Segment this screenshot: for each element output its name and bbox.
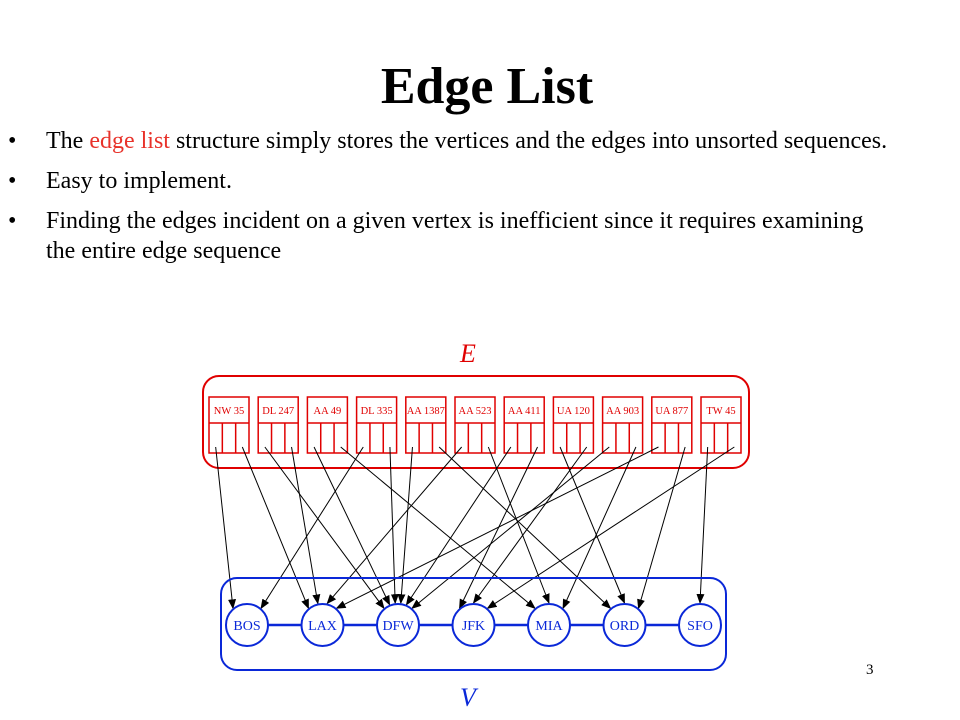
incidence-arrow <box>696 446 709 604</box>
vertex-circle <box>376 603 420 647</box>
incidence-arrow <box>438 446 612 610</box>
vertex-node: DFW <box>376 603 420 647</box>
edge-cell-box <box>503 396 545 454</box>
incidence-arrow <box>487 446 550 604</box>
incidence-arrow <box>486 446 735 609</box>
vertex-node: MIA <box>527 603 571 647</box>
vertex-sequence: BOS LAX DFW JFK MIA ORD SFO <box>225 603 722 647</box>
vertex-label: LAX <box>308 619 337 634</box>
vertex-label: ORD <box>610 619 640 634</box>
incidence-arrows <box>215 446 735 610</box>
vertex-circle <box>300 603 345 647</box>
edge-cell: DL 335 <box>355 396 398 454</box>
bullet-marker: • <box>8 168 17 194</box>
incidence-arrow <box>405 446 512 606</box>
edge-cell: DL 247 <box>257 396 299 454</box>
incidence-arrow <box>260 446 364 610</box>
bullet-item: • Finding the edges incident on a given … <box>0 206 960 266</box>
incidence-arrow <box>241 446 309 610</box>
edge-cell: UA 120 <box>552 396 595 454</box>
edge-sequence: NW 35 DL 247 AA 49 DL 335 AA 1387 AA 523 AA 41… <box>208 396 742 454</box>
vertex-circle <box>602 603 647 647</box>
edge-cell: AA 523 <box>454 396 496 454</box>
incidence-arrow <box>335 446 659 609</box>
edge-cell-box <box>651 396 693 454</box>
bullet-text: Easy to implement. <box>46 168 232 194</box>
edge-cell: AA 903 <box>601 396 644 454</box>
edge-cell-label: AA 411 <box>508 406 541 417</box>
vertex-label: BOS <box>233 619 260 634</box>
vertex-circle <box>225 603 269 647</box>
vertex-node: ORD <box>602 603 647 647</box>
edge-cell: NW 35 <box>208 396 250 454</box>
edge-cell-box <box>454 396 496 454</box>
vertex-node: SFO <box>678 603 722 647</box>
vertex-circle <box>451 603 496 647</box>
edge-cell: UA 877 <box>651 396 693 454</box>
edge-cell: AA 1387 <box>405 396 447 454</box>
edge-cell-label: NW 35 <box>214 406 244 417</box>
bullet-highlight-term: edge list <box>89 128 170 154</box>
incidence-arrow <box>340 446 536 609</box>
vertex-label: JFK <box>462 619 485 634</box>
edge-cell-label: AA 903 <box>606 406 639 417</box>
edge-sequence-container <box>202 375 750 469</box>
edge-cell-label: AA 523 <box>459 406 492 417</box>
vertex-node: LAX <box>300 603 345 647</box>
incidence-arrow <box>313 446 391 606</box>
vertex-circle <box>527 603 571 647</box>
vertex-sequence-container <box>220 577 727 671</box>
edge-cell-label: DL 335 <box>361 406 393 417</box>
bullet-item: • Easy to implement. <box>0 166 960 196</box>
incidence-arrow <box>472 446 588 604</box>
incidence-arrow <box>637 446 686 610</box>
vertex-node: JFK <box>451 603 496 647</box>
edge-cell-label: AA 1387 <box>407 406 445 417</box>
edge-cell-box <box>601 396 644 454</box>
vertex-sequence-label: V <box>460 683 479 712</box>
edge-cell-box <box>355 396 398 454</box>
edge-cell: TW 45 <box>700 396 742 454</box>
bullet-text-start: The <box>46 128 90 154</box>
page-number: 3 <box>866 662 874 678</box>
vertex-label: DFW <box>382 619 414 634</box>
slide-title: Edge List <box>380 58 594 115</box>
edge-cell-label: UA 877 <box>655 406 688 417</box>
bullet-item: • The edge list structure simply stores … <box>0 126 960 156</box>
edge-cell: AA 411 <box>503 396 545 454</box>
edge-cell-box <box>257 396 299 454</box>
bullet-list: • The edge list structure simply stores … <box>0 126 960 276</box>
incidence-arrow <box>397 446 413 605</box>
edge-cell-box <box>306 396 349 454</box>
vertex-label: SFO <box>687 619 713 634</box>
bullet-text-end: structure simply stores the vertices and… <box>169 128 888 154</box>
edge-cell-box <box>208 396 250 454</box>
edge-cell: AA 49 <box>306 396 349 454</box>
bullet-text: Finding the edges incident on a given ve… <box>46 208 864 264</box>
edge-cell-label: AA 49 <box>314 406 342 417</box>
bullet-marker: • <box>8 208 17 234</box>
incidence-arrow <box>562 446 637 610</box>
incidence-arrow <box>215 446 237 610</box>
bullet-marker: • <box>8 128 17 154</box>
vertex-label: MIA <box>535 619 563 634</box>
edge-sequence-label: E <box>459 339 476 368</box>
vertex-node: BOS <box>225 603 269 647</box>
edge-cell-label: DL 247 <box>262 406 294 417</box>
edge-cell-box <box>700 396 742 454</box>
edge-cell-label: UA 120 <box>557 406 590 417</box>
vertex-circle <box>678 603 722 647</box>
edge-cell-label: TW 45 <box>706 406 735 417</box>
edge-cell-box <box>552 396 595 454</box>
incidence-arrow <box>264 446 385 610</box>
incidence-arrow <box>411 446 610 609</box>
edge-cell-box <box>405 396 447 454</box>
